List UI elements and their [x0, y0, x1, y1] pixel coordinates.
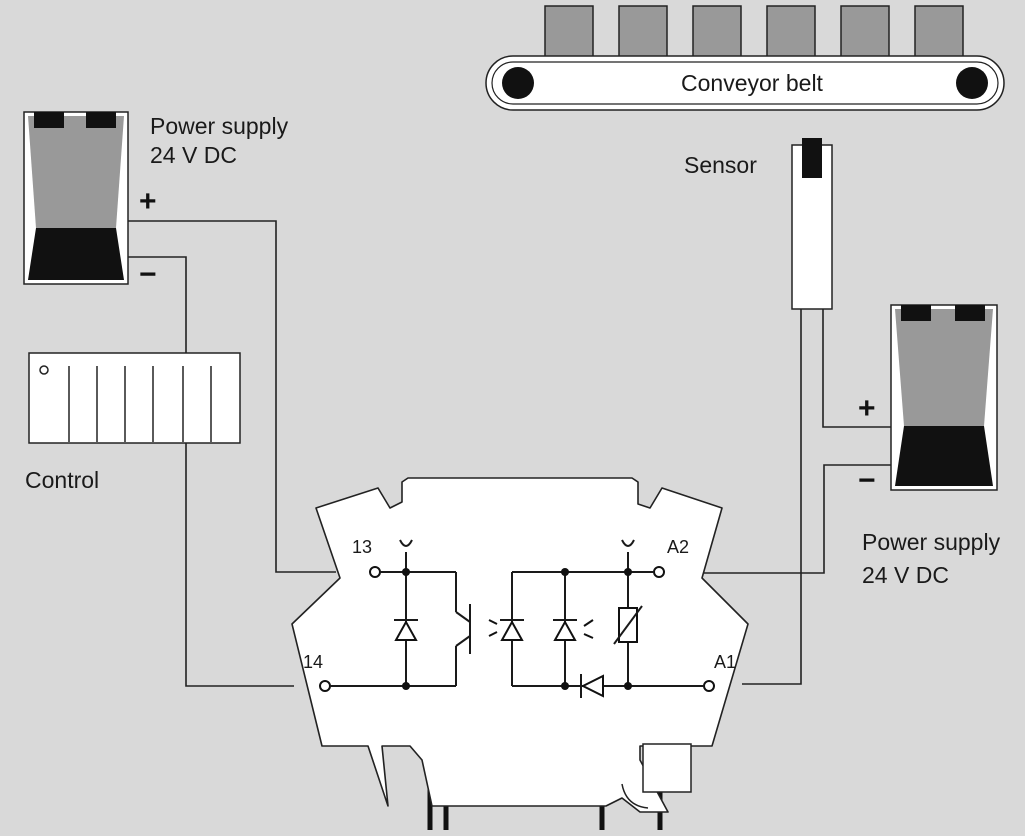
- power-supply-icon: [890, 304, 998, 491]
- conveyor-item: [766, 5, 816, 62]
- conveyor-belt: [485, 55, 1005, 111]
- wiring: [128, 220, 891, 687]
- sensor-label: Sensor: [684, 152, 757, 178]
- relay-module-icon: 13 14 A2 A1: [291, 477, 749, 830]
- minus-sign: −: [139, 258, 157, 291]
- terminal-13-label: 13: [352, 537, 372, 557]
- conveyor-item: [840, 5, 890, 62]
- conveyor-roller: [502, 67, 534, 99]
- terminal-14-label: 14: [303, 652, 323, 672]
- wire-minus-a2: [700, 464, 891, 574]
- control-label: Control: [25, 467, 99, 493]
- conveyor-item: [618, 5, 668, 62]
- power-supply-left-title: Power supply: [150, 113, 289, 139]
- wire-control-14: [185, 443, 294, 687]
- power-supply-right-title: Power supply: [862, 529, 1001, 555]
- terminal-a1: [703, 680, 715, 692]
- conveyor-label: Conveyor belt: [681, 70, 824, 96]
- power-supply-left-voltage: 24 V DC: [150, 142, 237, 168]
- sensor-head: [802, 138, 822, 178]
- plus-sign: +: [858, 392, 876, 425]
- plus-sign: +: [139, 185, 157, 218]
- conveyor-item: [544, 5, 594, 62]
- minus-sign: −: [858, 464, 876, 497]
- terminal-a2-label: A2: [667, 537, 689, 557]
- conveyor-roller: [956, 67, 988, 99]
- power-supply-icon: [23, 111, 129, 285]
- wire-sensor-a1: [742, 309, 802, 685]
- terminal-a1-label: A1: [714, 652, 736, 672]
- conveyor-item: [914, 5, 964, 62]
- terminal-14: [319, 680, 331, 692]
- power-supply-right: + − Power supply 24 V DC: [858, 304, 1001, 588]
- wire-plus-13: [128, 220, 336, 573]
- terminal-13: [369, 566, 381, 578]
- wire-minus-control: [128, 256, 187, 353]
- conveyor-item: [692, 5, 742, 62]
- power-supply-left: Power supply 24 V DC + −: [23, 111, 289, 291]
- module-circuit: [319, 539, 715, 698]
- conveyor-belt-icon: Conveyor belt: [485, 5, 1005, 111]
- terminal-a2: [653, 566, 665, 578]
- wire-sensor-plus: [822, 309, 891, 428]
- proximity-sensor-icon: Sensor: [684, 138, 833, 310]
- plc-control-icon: Control: [25, 352, 241, 493]
- power-supply-right-voltage: 24 V DC: [862, 562, 949, 588]
